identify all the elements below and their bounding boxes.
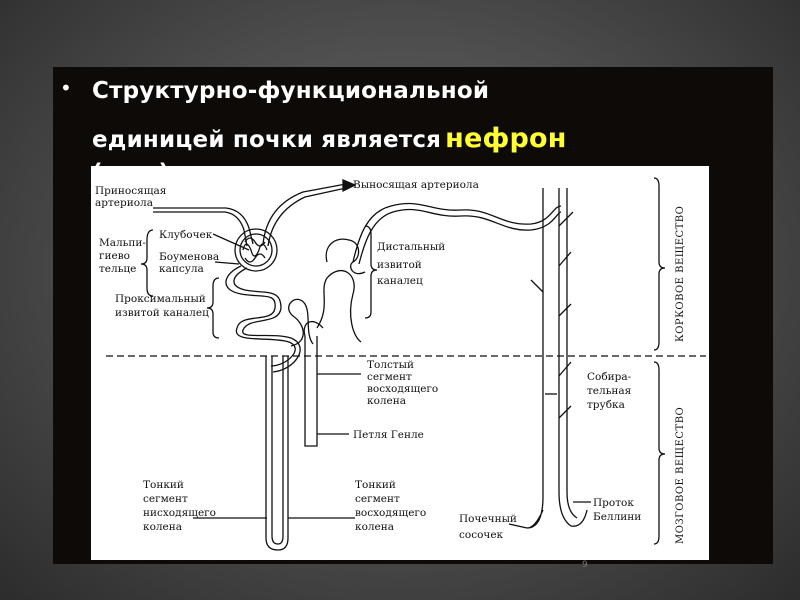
label-thick-2: сегмент [367,371,412,383]
label-malpighian-2: гиево [99,250,130,262]
medulla-brace [653,361,666,545]
label-thin-desc-1: Тонкий [143,479,184,491]
label-medulla: МОЗГОВОЕ ВЕЩЕСТВО [675,407,686,544]
label-efferent: Выносящая артериола [353,179,479,191]
label-malpighian-1: Мальпи- [99,237,146,249]
label-papilla-1: Почечный [459,513,517,525]
distal-brace [364,225,378,319]
label-thin-asc-4: колена [355,521,394,533]
label-bellini-1: Проток [593,497,634,509]
title-line-1: Структурно-функциональной [92,78,490,104]
label-cortex: КОРКОВОЕ ВЕЩЕСТВО [675,206,686,342]
page-number: 9 [582,560,588,570]
title-highlight: нефрон [445,123,567,154]
label-thin-asc-3: восходящего [355,507,426,519]
nephron-svg: Приносящая артериола Выносящая артериола… [95,177,706,551]
label-thick-4: колена [367,395,406,407]
label-thin-asc-1: Тонкий [355,479,396,491]
label-bowman-2: капсула [159,263,204,275]
label-proximal-1: Проксимальный [115,293,206,305]
distal-tubule [316,270,362,343]
label-proximal-2: извитой каналец [115,307,209,319]
label-collecting-2: тельная [587,385,632,397]
label-distal-2: извитой [377,259,422,271]
label-thin-desc-4: колена [143,521,182,533]
label-collecting-1: Собира- [587,371,632,383]
bowman-capsule [234,228,278,272]
label-thin-asc-2: сегмент [355,493,400,505]
label-distal-1: Дистальный [377,241,445,253]
cortex-brace [653,177,666,351]
label-glomerulus: Клубочек [159,229,213,241]
label-afferent-2: артериола [95,197,153,209]
label-henle: Петля Генле [353,429,424,441]
label-afferent-1: Приносящая [95,185,167,197]
label-malpighian-3: тельце [99,263,136,275]
label-bowman-1: Боуменова [159,251,219,263]
glomerulus [242,237,268,263]
label-thin-desc-3: нисходящего [143,507,216,519]
afferent-arteriole [153,207,254,245]
proximal-brace [206,277,220,339]
henle-ascending-thick [304,336,318,447]
nephron-diagram: Приносящая артериола Выносящая артериола… [91,166,709,560]
label-distal-3: каналец [377,275,423,287]
collecting-duct [526,188,544,529]
malpighian-brace [140,229,154,297]
label-thick-3: восходящего [367,383,438,395]
label-collecting-3: трубка [587,399,625,411]
henle-descending [265,356,289,551]
bullet-point: • [60,76,72,100]
label-bellini-2: Беллини [593,511,641,523]
label-thick-1: Толстый [367,359,414,371]
title-line-2-text: единицей почки является [92,127,442,153]
proximal-tubule [225,265,296,367]
label-papilla-2: сосочек [459,529,504,541]
efferent-arteriole [262,183,347,245]
label-thin-desc-2: сегмент [143,493,188,505]
